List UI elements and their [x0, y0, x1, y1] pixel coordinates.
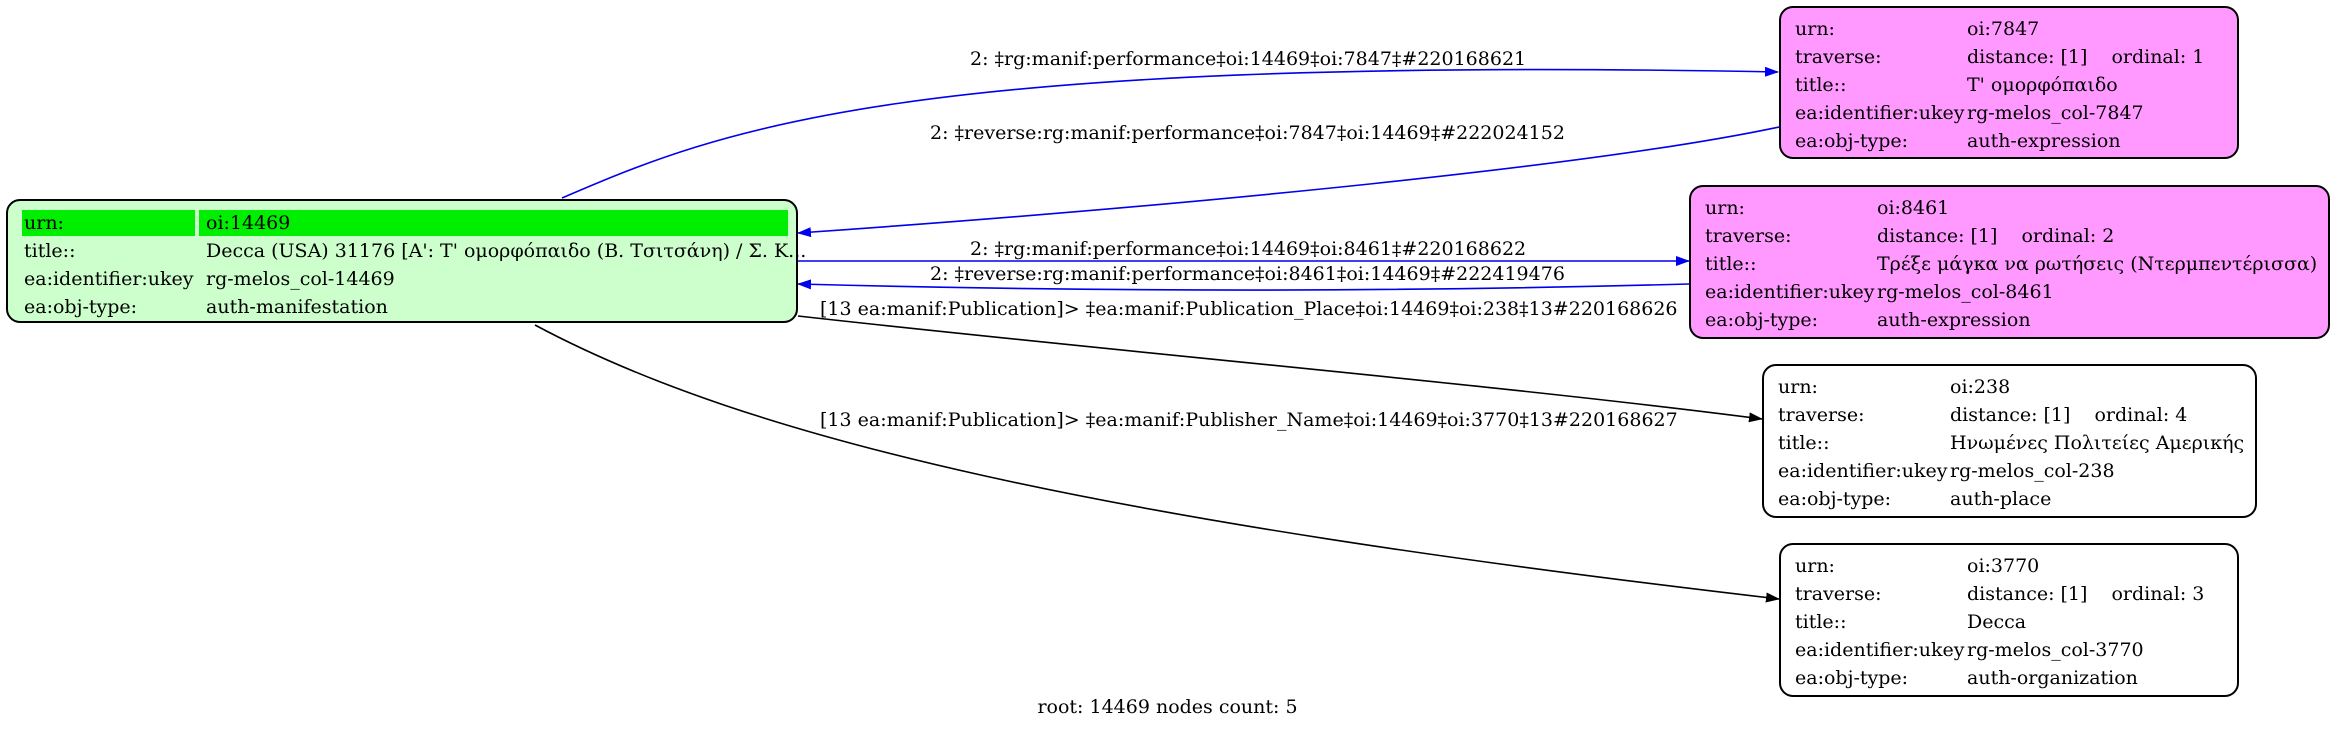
n3770-title-key: title::	[1795, 611, 1847, 633]
n7847-urn-key: urn:	[1795, 18, 1835, 40]
n3770-ordinal: ordinal: 3	[2111, 583, 2205, 605]
n3770-ukey-value: rg-melos_col-3770	[1967, 639, 2144, 661]
n238-ukey-value: rg-melos_col-238	[1950, 460, 2115, 482]
root-title-key: title::	[24, 240, 76, 262]
root-urn-key-highlight	[22, 210, 195, 236]
n3770-urn-key: urn:	[1795, 555, 1835, 577]
n8461-ordinal: ordinal: 2	[2021, 225, 2115, 247]
root-ukey-key: ea:identifier:ukey	[24, 268, 194, 290]
n238-urn-key: urn:	[1778, 376, 1818, 398]
node-root-manifestation[interactable]: urn: oi:14469 title:: Decca (USA) 31176 …	[6, 199, 806, 323]
n238-urn-value: oi:238	[1950, 376, 2011, 398]
n7847-traverse-key: traverse:	[1795, 46, 1882, 68]
edge-root-to-7847	[561, 66, 1779, 199]
root-urn-value: oi:14469	[206, 212, 291, 234]
graph-footer: root: 14469 nodes count: 5	[1037, 696, 1298, 718]
edge-root-to-3770	[534, 324, 1780, 603]
n7847-title-key: title::	[1795, 74, 1847, 96]
edge-7847-to-root	[797, 126, 1780, 238]
root-type-key: ea:obj-type:	[24, 296, 138, 318]
n3770-ukey-key: ea:identifier:ukey	[1795, 639, 1965, 661]
n8461-title-value: Τρέξε μάγκα να ρωτήσεις (Ντερμπεντέρισσα…	[1877, 253, 2318, 275]
n8461-type-value: auth-expression	[1877, 309, 2031, 331]
n8461-traverse-key: traverse:	[1705, 225, 1792, 247]
n3770-title-value: Decca	[1967, 611, 2027, 633]
edge-label-6: [13 ea:manif:Publication]> ‡ea:manif:Pub…	[820, 409, 1678, 431]
root-ukey-value: rg-melos_col-14469	[206, 268, 395, 290]
n238-title-key: title::	[1778, 432, 1830, 454]
n7847-distance: distance: [1]	[1967, 46, 2088, 68]
n7847-urn-value: oi:7847	[1967, 18, 2040, 40]
n238-type-key: ea:obj-type:	[1778, 488, 1892, 510]
n7847-type-value: auth-expression	[1967, 130, 2121, 152]
n238-title-value: Ηνωμένες Πολιτείες Αμερικής	[1950, 432, 2245, 454]
n3770-urn-value: oi:3770	[1967, 555, 2040, 577]
n8461-distance: distance: [1]	[1877, 225, 1998, 247]
n8461-ukey-key: ea:identifier:ukey	[1705, 281, 1875, 303]
root-title-value: Decca (USA) 31176 [A': Τ' ομορφόπαιδο (Β…	[206, 240, 807, 262]
n8461-ukey-value: rg-melos_col-8461	[1877, 281, 2054, 303]
n238-ordinal: ordinal: 4	[2094, 404, 2188, 426]
n3770-traverse-key: traverse:	[1795, 583, 1882, 605]
n7847-title-value: Τ' ομορφόπαιδο	[1967, 74, 2118, 96]
node-3770-organization[interactable]: urn: oi:3770 traverse: distance: [1] ordina…	[1779, 543, 2239, 697]
n7847-ukey-value: rg-melos_col-7847	[1967, 102, 2144, 124]
edge-label-1: 2: ‡rg:manif:performance‡oi:14469‡oi:784…	[970, 48, 1527, 70]
n238-traverse-key: traverse:	[1778, 404, 1865, 426]
node-8461-expression[interactable]: urn: oi:8461 traverse: distance: [1] ordina…	[1689, 185, 2330, 339]
root-urn-key: urn:	[24, 212, 64, 234]
node-238-place[interactable]: urn: oi:238 traverse: distance: [1] ordinal…	[1762, 364, 2257, 518]
n7847-ordinal: ordinal: 1	[2111, 46, 2205, 68]
edge-root-to-238	[797, 315, 1763, 423]
n7847-type-key: ea:obj-type:	[1795, 130, 1909, 152]
n8461-urn-key: urn:	[1705, 197, 1745, 219]
n238-type-value: auth-place	[1950, 488, 2052, 510]
n3770-type-key: ea:obj-type:	[1795, 667, 1909, 689]
root-type-value: auth-manifestation	[206, 296, 388, 318]
n7847-ukey-key: ea:identifier:ukey	[1795, 102, 1965, 124]
edge-label-5: [13 ea:manif:Publication]> ‡ea:manif:Pub…	[820, 298, 1678, 320]
edge-label-2: 2: ‡reverse:rg:manif:performance‡oi:7847…	[930, 122, 1565, 144]
edge-label-4: 2: ‡reverse:rg:manif:performance‡oi:8461…	[930, 263, 1565, 285]
n3770-distance: distance: [1]	[1967, 583, 2088, 605]
n238-distance: distance: [1]	[1950, 404, 2071, 426]
n3770-type-value: auth-organization	[1967, 667, 2138, 689]
root-urn-value-highlight	[199, 210, 788, 236]
edge-label-3: 2: ‡rg:manif:performance‡oi:14469‡oi:846…	[970, 238, 1527, 260]
edge-8461-to-root	[797, 279, 1690, 291]
n8461-type-key: ea:obj-type:	[1705, 309, 1819, 331]
n8461-title-key: title::	[1705, 253, 1757, 275]
n8461-urn-value: oi:8461	[1877, 197, 1950, 219]
n238-ukey-key: ea:identifier:ukey	[1778, 460, 1948, 482]
node-7847-expression[interactable]: urn: oi:7847 traverse: distance: [1] ordina…	[1779, 6, 2239, 159]
